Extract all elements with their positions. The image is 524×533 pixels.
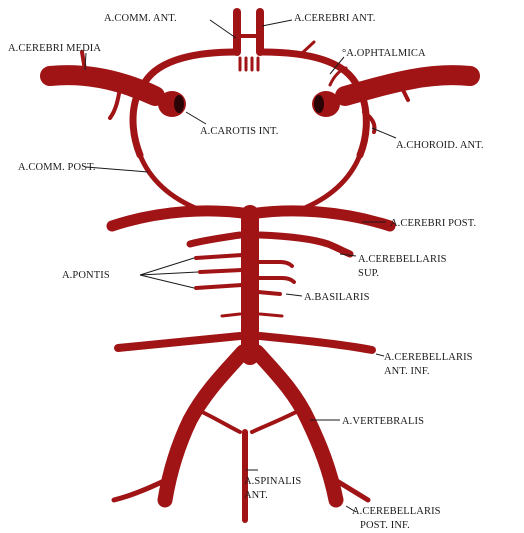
label-cerebri-post: A.CEREBRI POST. [390,218,476,229]
internal-carotid-arteries [158,91,340,117]
posterior-communicating-arteries [140,155,360,210]
label-pontis: A.PONTIS [62,270,110,281]
label-cerebellaris-post-inf-line1: A.CEREBELLARIS [352,506,441,517]
label-vertebralis: A.VERTEBRALIS [342,416,424,427]
superior-cerebellar-arteries [190,235,350,254]
anterior-cerebral-arteries [237,12,260,70]
middle-cerebral-arteries [50,52,470,118]
label-comm-post: A.COMM. POST. [18,162,96,173]
label-ophtalmica: °A.OPHTALMICA [342,48,426,59]
label-spinalis-ant-line1: A.SPINALIS [244,476,301,487]
anterior-spinal-artery [198,410,300,520]
label-basilaris: A.BASILARIS [304,292,370,303]
label-spinalis-ant-line2: ANT. [244,490,268,501]
label-cerebri-media: A.CEREBRI MEDIA [8,43,101,54]
label-cerebellaris-post-inf-line2: POST. INF. [360,520,410,531]
label-cerebellaris-sup-line1: A.CEREBELLARIS [358,254,447,265]
label-carotis-int: A.CAROTIS INT. [200,126,279,137]
label-comm-ant: A.COMM. ANT. [104,13,177,24]
label-cerebellaris-ant-inf-line1: A.CEREBELLARIS [384,352,473,363]
label-cerebri-ant: A.CEREBRI ANT. [294,13,375,24]
label-choroid-ant: A.CHOROID. ANT. [396,140,484,151]
label-cerebellaris-sup-line2: SUP. [358,268,379,279]
label-cerebellaris-ant-inf-line2: ANT. INF. [384,366,430,377]
